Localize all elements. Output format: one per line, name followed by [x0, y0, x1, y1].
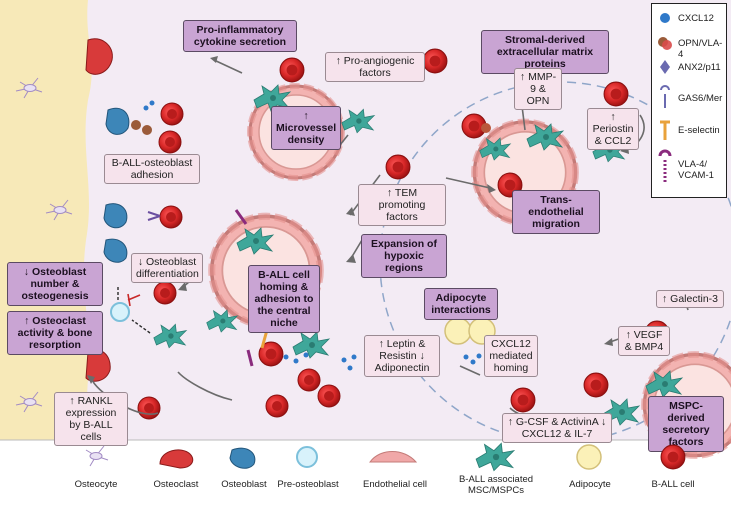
legend-vla4-vcam1-label: VLA-4/ VCAM-1 [678, 159, 714, 181]
rankl-label: ↑ RANKL expression by B-ALL cells [54, 392, 128, 446]
ball-osteoblast-adhesion-label: B-ALL-osteoblast adhesion [104, 154, 200, 184]
mspc-secretory-label: MSPC-derived secretory factors [648, 396, 724, 452]
periostin-ccl2-label: ↑ Periostin & CCL2 [587, 108, 639, 150]
cell-legend-icons [85, 442, 686, 472]
legend-icons [658, 13, 672, 184]
adipocyte-interactions-label: Adipocyte interactions [424, 288, 498, 320]
mmp9-opn-label: ↑ MMP-9 & OPN [514, 68, 562, 110]
endothelial-cell-legend-label: Endothelial cell [363, 479, 427, 490]
ball-cell-icon [660, 444, 686, 470]
legend-cxcl12-label: CXCL12 [678, 13, 714, 24]
gas6-mer-icon [660, 85, 670, 108]
e-selectin-icon [660, 120, 670, 140]
osteoblast-icon [229, 447, 256, 469]
expansion-hypoxic-label: Expansion of hypoxic regions [361, 234, 447, 278]
legend-e-selectin-label: E-selectin [678, 125, 720, 136]
vla4-vcam1-icon [658, 149, 672, 184]
osteocyte-legend-label: Osteocyte [74, 479, 118, 490]
pro-inflammatory-label: Pro-inflammatory cytokine secretion [183, 20, 297, 52]
pre-osteoblast-icon [296, 446, 318, 468]
osteoclast-icon [159, 449, 194, 469]
legend-panel: CXCL12 OPN/VLA-4 ANX2/p11 GAS6/Mer E-sel… [651, 3, 727, 198]
endothelial-cell-icon [369, 451, 418, 463]
osteocyte-icon [85, 445, 109, 467]
osteoblast-number-label: ↓ Osteoblast number & osteogenesis [7, 262, 103, 306]
osteoblast-differentiation-label: ↓ Osteoblast differentiation [131, 253, 203, 283]
vegf-bmp4-label: ↑ VEGF & BMP4 [618, 326, 670, 356]
legend-opn-vla4-label: OPN/VLA-4 [678, 38, 723, 60]
pro-angiogenic-label: ↑ Pro-angiogenic factors [325, 52, 425, 82]
tem-promoting-label: ↑ TEM promoting factors [358, 184, 446, 226]
adipocyte-legend-label: Adipocyte [569, 479, 611, 490]
homing-adhesion-label: B-ALL cell homing & adhesion to the cent… [248, 265, 320, 333]
leptin-resistin-label: ↑ Leptin & Resistin ↓ Adiponectin [364, 335, 440, 377]
gcsf-activin-label: ↑ G-CSF & ActivinA ↓ CXCL12 & IL-7 [502, 413, 612, 443]
ball-cell-legend-label: B-ALL cell [651, 479, 695, 490]
legend-gas6-label: GAS6/Mer [678, 93, 723, 104]
trans-endothelial-label: Trans-endothelial migration [512, 190, 600, 234]
osteoclast-legend-label: Osteoclast [153, 479, 199, 490]
opn-vla4-icon [658, 37, 672, 50]
adipocyte-icon [576, 444, 602, 470]
msc-mspc-icon [475, 442, 515, 472]
osteoblast-legend-label: Osteoblast [221, 479, 267, 490]
cxcl12-homing-label: CXCL12 mediated homing [484, 335, 538, 377]
pre-osteoblast-legend-label: Pre-osteoblast [277, 479, 339, 490]
galectin-label: ↑ Galectin-3 [656, 290, 724, 308]
anx2-p11-icon [660, 60, 670, 74]
cxcl12-dot-icon [660, 13, 670, 23]
msc-mspc-legend-label: B-ALL associated MSC/MSPCs [458, 474, 534, 496]
osteoclast-activity-label: ↑ Osteoclast activity & bone resorption [7, 311, 103, 355]
microvessel-density-label: ↑ Microvessel density [271, 106, 341, 150]
legend-anx2-label: ANX2/p11 [678, 62, 721, 73]
